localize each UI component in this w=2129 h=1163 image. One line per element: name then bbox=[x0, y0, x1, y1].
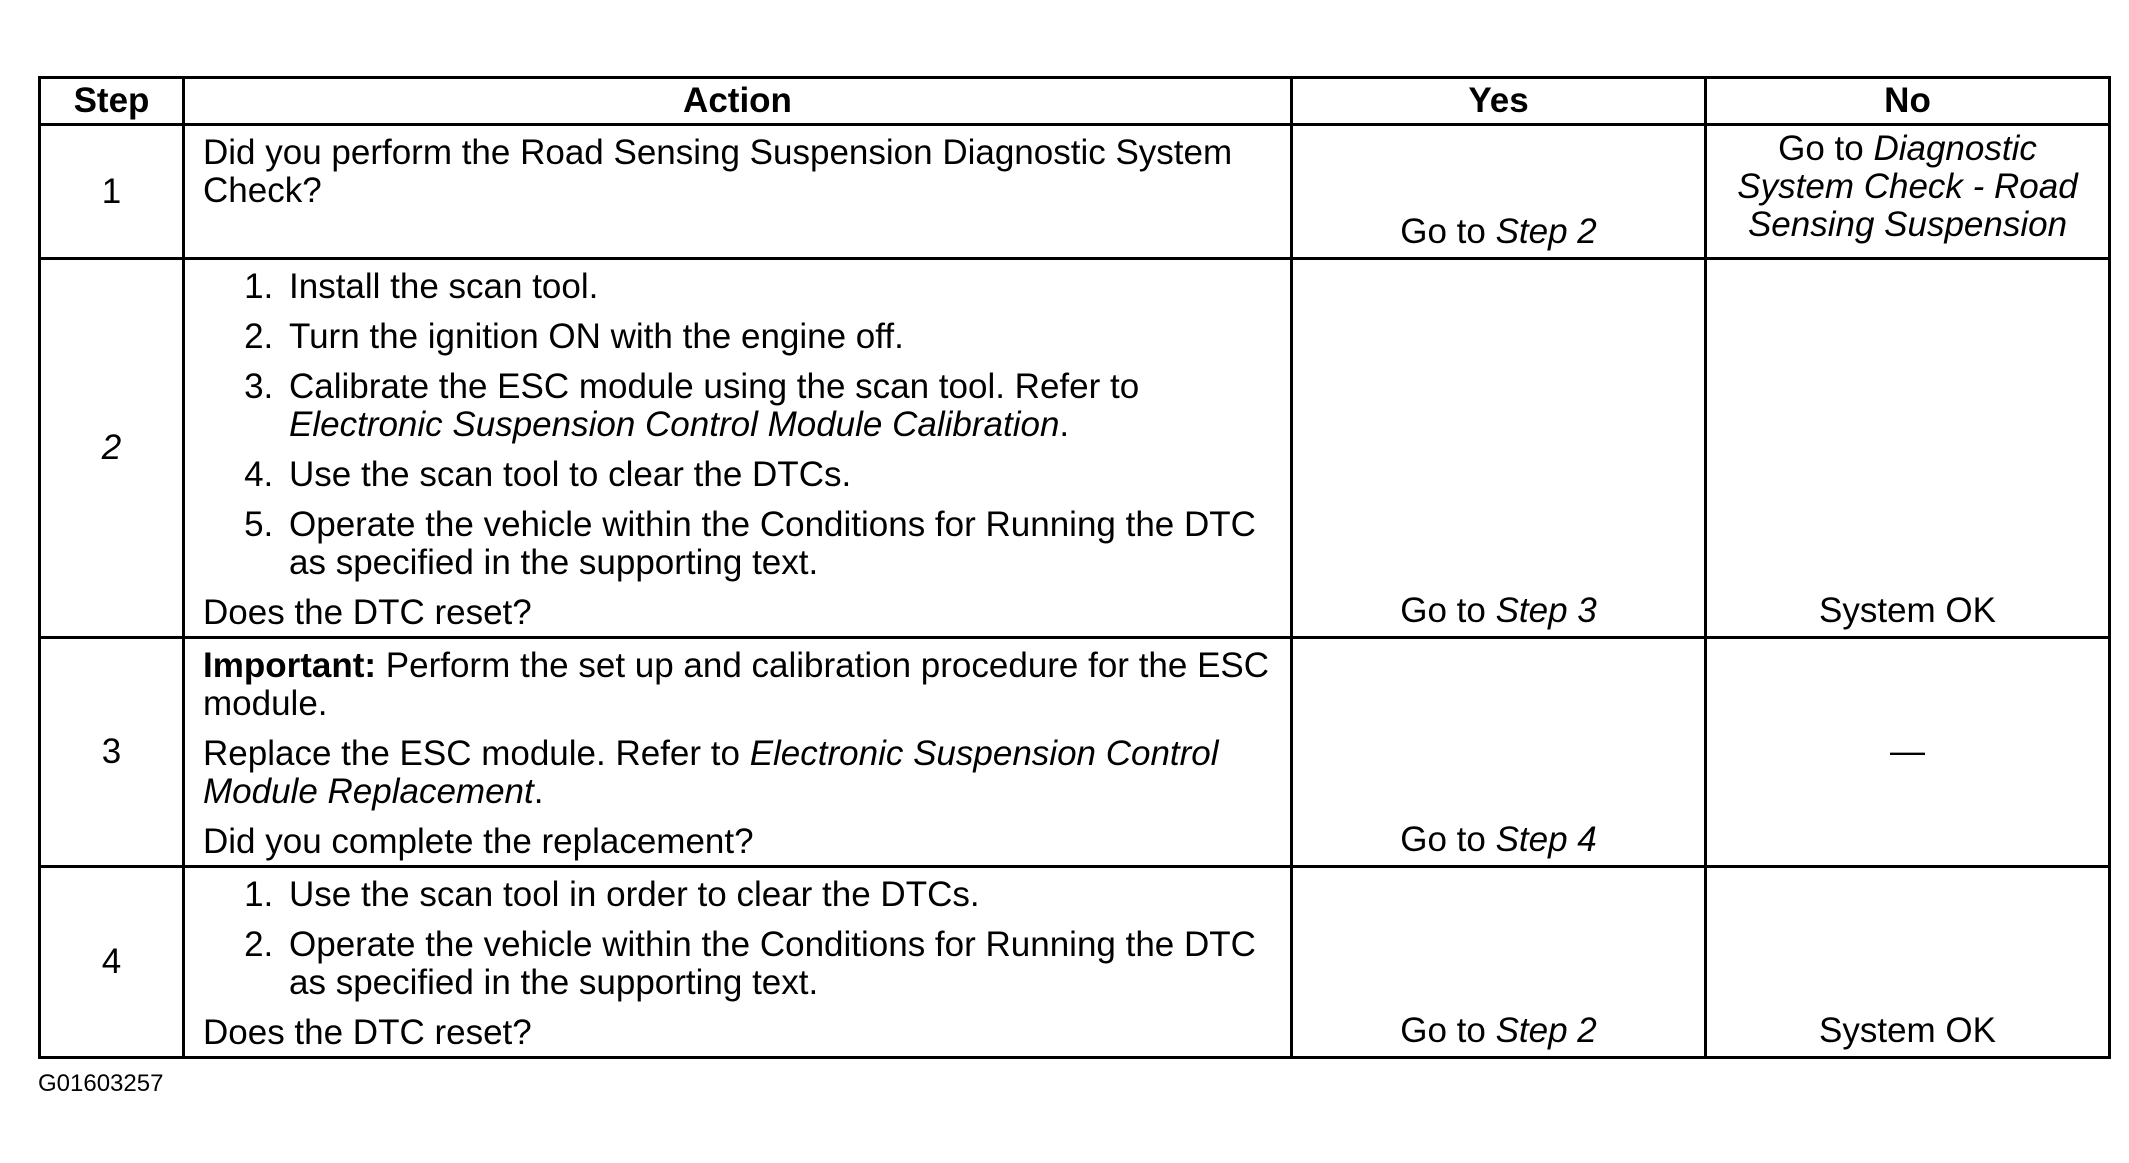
table-row: 1 Did you perform the Road Sensing Suspe… bbox=[38, 123, 2111, 260]
no-result-dash: — bbox=[1890, 732, 1925, 771]
no-cell: — bbox=[1704, 636, 2111, 868]
action-cell: Important: Perform the set up and calibr… bbox=[182, 636, 1293, 868]
replace-instruction: Replace the ESC module. Refer to Electro… bbox=[203, 735, 1276, 811]
no-cell: System OK bbox=[1704, 257, 2111, 639]
yes-cell: Go to Step 2 bbox=[1290, 865, 1707, 1059]
important-text: Perform the set up and calibration proce… bbox=[203, 646, 1270, 723]
header-no: No bbox=[1704, 76, 2111, 126]
yes-step-link[interactable]: Step 4 bbox=[1495, 820, 1597, 859]
list-item-text: Operate the vehicle within the Condition… bbox=[289, 505, 1256, 582]
action-question: Did you complete the replacement? bbox=[203, 822, 754, 861]
yes-prefix: Go to bbox=[1400, 212, 1486, 251]
list-item: Use the scan tool to clear the DTCs. bbox=[283, 456, 1276, 494]
important-note: Important: Perform the set up and calibr… bbox=[203, 647, 1276, 723]
calibration-reference-link[interactable]: Electronic Suspension Control Module Cal… bbox=[289, 405, 1060, 444]
table-row: 3 Important: Perform the set up and cali… bbox=[38, 636, 2111, 868]
table-row: 4 Use the scan tool in order to clear th… bbox=[38, 865, 2111, 1059]
step-number: 1 bbox=[38, 123, 185, 260]
no-result: System OK bbox=[1819, 1011, 1996, 1050]
yes-prefix: Go to bbox=[1400, 1011, 1486, 1050]
list-item: Use the scan tool in order to clear the … bbox=[283, 876, 1276, 914]
yes-step-link[interactable]: Step 2 bbox=[1495, 212, 1597, 251]
action-cell: Did you perform the Road Sensing Suspens… bbox=[182, 123, 1293, 260]
list-item: Operate the vehicle within the Condition… bbox=[283, 926, 1276, 1002]
action-steps-list: Install the scan tool. Turn the ignition… bbox=[203, 268, 1276, 582]
yes-prefix: Go to bbox=[1400, 591, 1486, 630]
important-label: Important: bbox=[203, 646, 377, 685]
table-header-row: Step Action Yes No bbox=[38, 76, 2111, 126]
action-question: Does the DTC reset? bbox=[203, 1013, 532, 1052]
list-item: Operate the vehicle within the Condition… bbox=[283, 506, 1276, 582]
step-number-label: 2 bbox=[101, 428, 122, 467]
replace-suffix: . bbox=[533, 772, 544, 811]
action-question: Did you perform the Road Sensing Suspens… bbox=[203, 133, 1233, 210]
no-step-link[interactable]: Diagnostic System Check - Road Sensing S… bbox=[1737, 129, 2078, 244]
header-step: Step bbox=[38, 76, 185, 126]
yes-step-link[interactable]: Step 3 bbox=[1495, 591, 1597, 630]
action-question: Does the DTC reset? bbox=[203, 593, 532, 632]
list-item: Install the scan tool. bbox=[283, 268, 1276, 306]
list-item-text: Install the scan tool. bbox=[289, 267, 599, 306]
no-result: System OK bbox=[1819, 591, 1996, 630]
list-item-text: Turn the ignition ON with the engine off… bbox=[289, 317, 904, 356]
figure-id-label: G01603257 bbox=[38, 1070, 164, 1097]
yes-cell: Go to Step 2 bbox=[1290, 123, 1707, 260]
list-item: Turn the ignition ON with the engine off… bbox=[283, 318, 1276, 356]
list-item-text: Use the scan tool to clear the DTCs. bbox=[289, 455, 852, 494]
action-steps-list: Use the scan tool in order to clear the … bbox=[203, 876, 1276, 1002]
no-cell: Go to Diagnostic System Check - Road Sen… bbox=[1704, 123, 2111, 260]
action-cell: Install the scan tool. Turn the ignition… bbox=[182, 257, 1293, 639]
yes-cell: Go to Step 4 bbox=[1290, 636, 1707, 868]
yes-prefix: Go to bbox=[1400, 820, 1486, 859]
step-number: 2 bbox=[38, 257, 185, 639]
action-cell: Use the scan tool in order to clear the … bbox=[182, 865, 1293, 1059]
yes-cell: Go to Step 3 bbox=[1290, 257, 1707, 639]
step-number: 4 bbox=[38, 865, 185, 1059]
header-action: Action bbox=[182, 76, 1293, 126]
replacement-reference-link[interactable]: Electronic Suspension Control Module Rep… bbox=[203, 734, 1219, 811]
diagnostic-table: Step Action Yes No 1 Did you perform the… bbox=[38, 76, 2111, 1059]
list-item-suffix: . bbox=[1059, 405, 1070, 444]
replace-text: Replace the ESC module. Refer to bbox=[203, 734, 740, 773]
no-prefix: Go to bbox=[1778, 129, 1864, 168]
yes-step-link[interactable]: Step 2 bbox=[1495, 1011, 1597, 1050]
step-number: 3 bbox=[38, 636, 185, 868]
table-row: 2 Install the scan tool. Turn the igniti… bbox=[38, 257, 2111, 639]
list-item: Calibrate the ESC module using the scan … bbox=[283, 368, 1276, 444]
header-yes: Yes bbox=[1290, 76, 1707, 126]
list-item-text: Operate the vehicle within the Condition… bbox=[289, 925, 1256, 1002]
list-item-text: Use the scan tool in order to clear the … bbox=[289, 875, 980, 914]
list-item-text: Calibrate the ESC module using the scan … bbox=[289, 367, 1140, 406]
no-cell: System OK bbox=[1704, 865, 2111, 1059]
